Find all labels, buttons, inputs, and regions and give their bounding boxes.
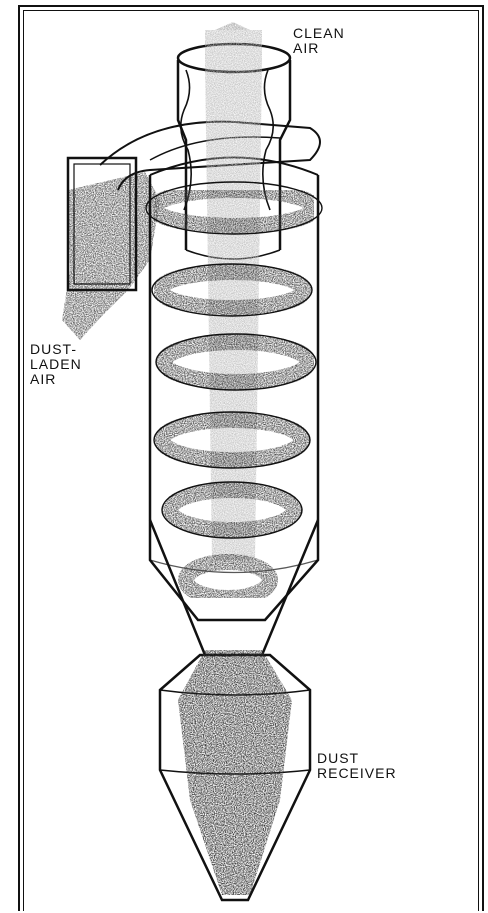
clean-air-column bbox=[205, 30, 262, 560]
inlet-dust-stream bbox=[62, 172, 160, 340]
falling-dust bbox=[178, 650, 292, 895]
dust-receiver-label: DUST RECEIVER bbox=[317, 751, 397, 781]
dust-laden-air-label: DUST- LADEN AIR bbox=[30, 342, 82, 387]
clean-air-label: CLEAN AIR bbox=[293, 26, 345, 56]
